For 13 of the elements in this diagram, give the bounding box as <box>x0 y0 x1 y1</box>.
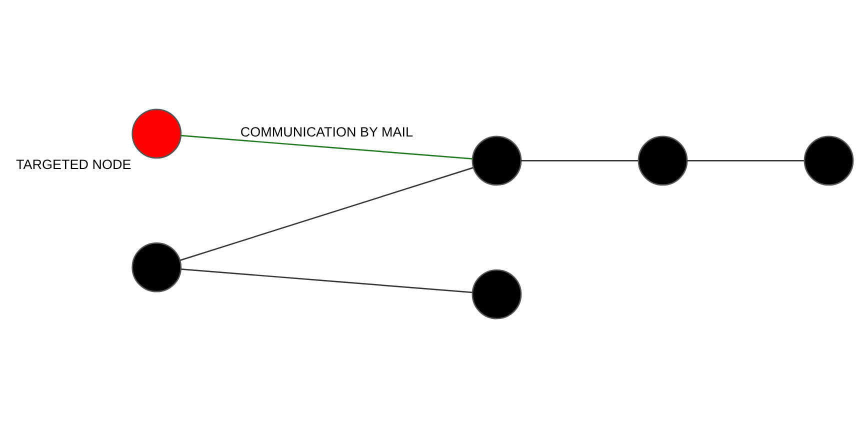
node-circle <box>638 135 688 186</box>
node-label: TARGETED NODE <box>16 156 132 172</box>
edge-label: COMMUNICATION BY MAIL <box>240 124 413 139</box>
node-circle <box>132 108 182 158</box>
connector <box>181 134 473 160</box>
connector <box>521 160 638 161</box>
node-circle <box>804 135 854 186</box>
node-circle <box>472 135 522 186</box>
node-circle <box>132 242 182 292</box>
connector <box>180 166 474 260</box>
connector <box>181 268 473 293</box>
node-circle <box>472 268 522 319</box>
connector <box>687 160 804 161</box>
